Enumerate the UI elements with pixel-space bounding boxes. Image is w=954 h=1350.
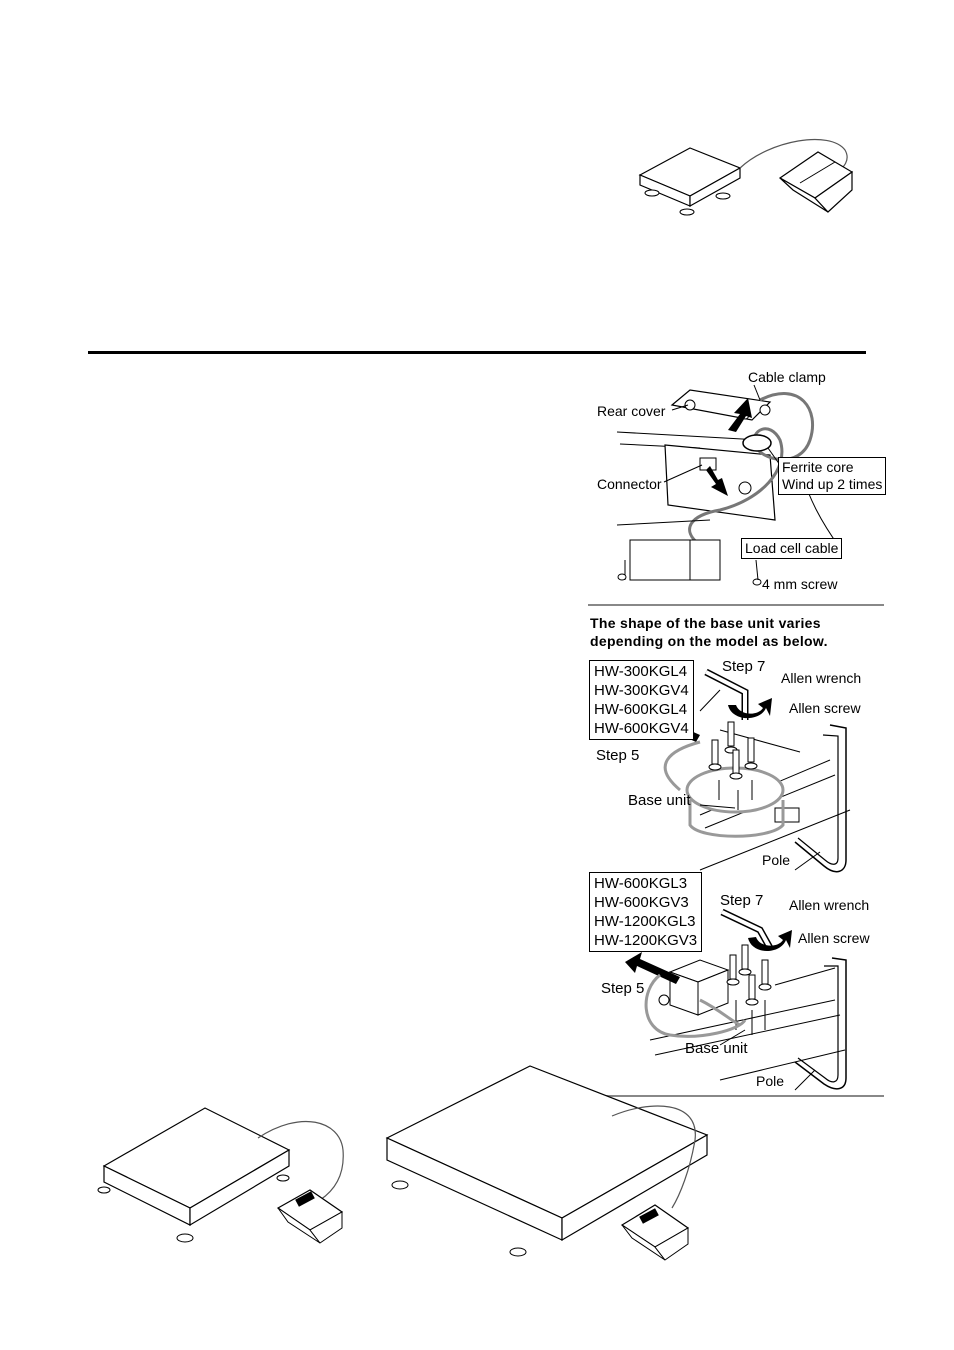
ferrite-core-label: Ferrite core Wind up 2 times (778, 457, 887, 495)
screw-label: 4 mm screw (762, 576, 838, 592)
figure-divider-bottom (588, 1095, 884, 1097)
model-b-1: HW-600KGL3 (594, 875, 688, 892)
model-b-2: HW-600KGV3 (594, 894, 689, 911)
cable-clamp-label: Cable clamp (748, 369, 826, 385)
model-a-1: HW-300KGL4 (594, 663, 688, 680)
ferrite-core-line1: Ferrite core (782, 459, 854, 475)
base-unit-note-line2: depending on the model as below. (590, 633, 828, 649)
model-list-a: HW-300KGL4 HW-300KGV4 HW-600KGL4 HW-600K… (589, 660, 694, 740)
base-unit-label-a: Base unit (628, 792, 691, 809)
base-unit-note-line1: The shape of the base unit varies (590, 615, 821, 631)
step5-label-b: Step 5 (601, 980, 645, 997)
allen-wrench-label-a: Allen wrench (781, 670, 862, 686)
connector-label: Connector (597, 476, 662, 492)
model-a-2: HW-300KGV4 (594, 682, 689, 699)
step7-label-a: Step 7 (722, 658, 766, 675)
step5-label-a: Step 5 (596, 747, 640, 764)
load-cell-cable-label: Load cell cable (741, 538, 843, 559)
pole-label-b: Pole (756, 1073, 785, 1089)
ferrite-core-line2: Wind up 2 times (782, 476, 883, 492)
base-unit-label-b: Base unit (685, 1040, 748, 1057)
allen-screw-label-b: Allen screw (798, 930, 870, 946)
allen-screw-label-a: Allen screw (789, 700, 861, 716)
figure-divider-top (588, 604, 884, 606)
model-b-4: HW-1200KGV3 (594, 932, 698, 949)
pole-label-a: Pole (762, 852, 791, 868)
model-list-b: HW-600KGL3 HW-600KGV3 HW-1200KGL3 HW-120… (589, 872, 703, 952)
model-a-3: HW-600KGL4 (594, 701, 688, 718)
rear-cover-label: Rear cover (597, 403, 666, 419)
section-rule (88, 351, 866, 354)
step7-label-b: Step 7 (720, 892, 764, 909)
model-b-3: HW-1200KGL3 (594, 913, 696, 930)
allen-wrench-label-b: Allen wrench (789, 897, 870, 913)
model-a-4: HW-600KGV4 (594, 720, 689, 737)
base-unit-note: The shape of the base unit varies depend… (590, 614, 828, 650)
